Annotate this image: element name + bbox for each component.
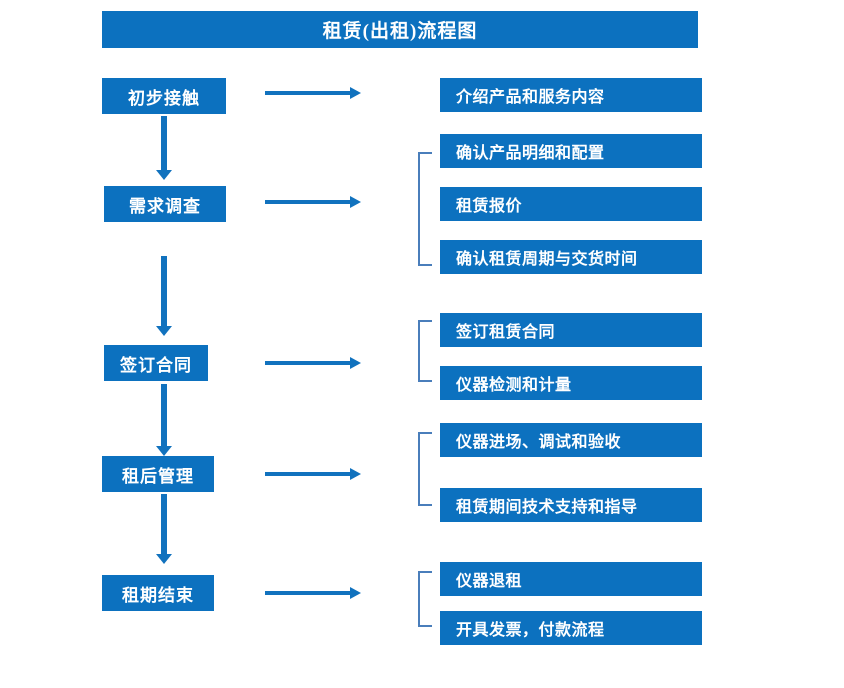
arrow-shaft: [265, 91, 350, 95]
bracket-stage-3: [418, 320, 432, 382]
stage-box-2[interactable]: 需求调查: [104, 186, 226, 222]
bracket-stage-4: [418, 432, 432, 506]
detail-box-2-3[interactable]: 确认租赁周期与交货时间: [440, 240, 702, 274]
arrow-down-stage-2-to-3: [156, 256, 172, 336]
arrow-right-stage-2: [265, 196, 361, 208]
arrow-shaft: [265, 361, 350, 365]
arrow-shaft: [265, 200, 350, 204]
arrow-head: [350, 196, 361, 208]
arrow-shaft: [161, 116, 167, 170]
detail-box-3-2[interactable]: 仪器检测和计量: [440, 366, 702, 400]
bracket-stage-5: [418, 571, 432, 627]
detail-box-5-1[interactable]: 仪器退租: [440, 562, 702, 596]
stage-box-5[interactable]: 租期结束: [102, 575, 214, 611]
arrow-shaft: [161, 384, 167, 446]
arrow-head: [350, 357, 361, 369]
arrow-head: [156, 554, 172, 564]
detail-box-1-1[interactable]: 介绍产品和服务内容: [440, 78, 702, 112]
arrow-right-stage-4: [265, 468, 361, 480]
arrow-head: [156, 326, 172, 336]
detail-box-5-2[interactable]: 开具发票，付款流程: [440, 611, 702, 645]
arrow-head: [350, 87, 361, 99]
detail-box-4-2[interactable]: 租赁期间技术支持和指导: [440, 488, 702, 522]
detail-box-2-1[interactable]: 确认产品明细和配置: [440, 134, 702, 168]
arrow-down-stage-4-to-5: [156, 494, 172, 564]
arrow-down-stage-1-to-2: [156, 116, 172, 180]
arrow-head: [350, 468, 361, 480]
stage-box-3[interactable]: 签订合同: [104, 345, 208, 381]
arrow-shaft: [265, 591, 350, 595]
arrow-down-stage-3-to-4: [156, 384, 172, 456]
detail-box-3-1[interactable]: 签订租赁合同: [440, 313, 702, 347]
arrow-head: [156, 170, 172, 180]
arrow-shaft: [161, 256, 167, 326]
arrow-right-stage-1: [265, 87, 361, 99]
arrow-head: [156, 446, 172, 456]
arrow-shaft: [161, 494, 167, 554]
diagram-title: 租赁(出租)流程图: [102, 11, 698, 48]
arrow-right-stage-3: [265, 357, 361, 369]
stage-box-1[interactable]: 初步接触: [102, 78, 226, 114]
bracket-stage-2: [418, 152, 432, 266]
arrow-shaft: [265, 472, 350, 476]
detail-box-4-1[interactable]: 仪器进场、调试和验收: [440, 423, 702, 457]
arrow-right-stage-5: [265, 587, 361, 599]
arrow-head: [350, 587, 361, 599]
stage-box-4[interactable]: 租后管理: [102, 456, 214, 492]
detail-box-2-2[interactable]: 租赁报价: [440, 187, 702, 221]
